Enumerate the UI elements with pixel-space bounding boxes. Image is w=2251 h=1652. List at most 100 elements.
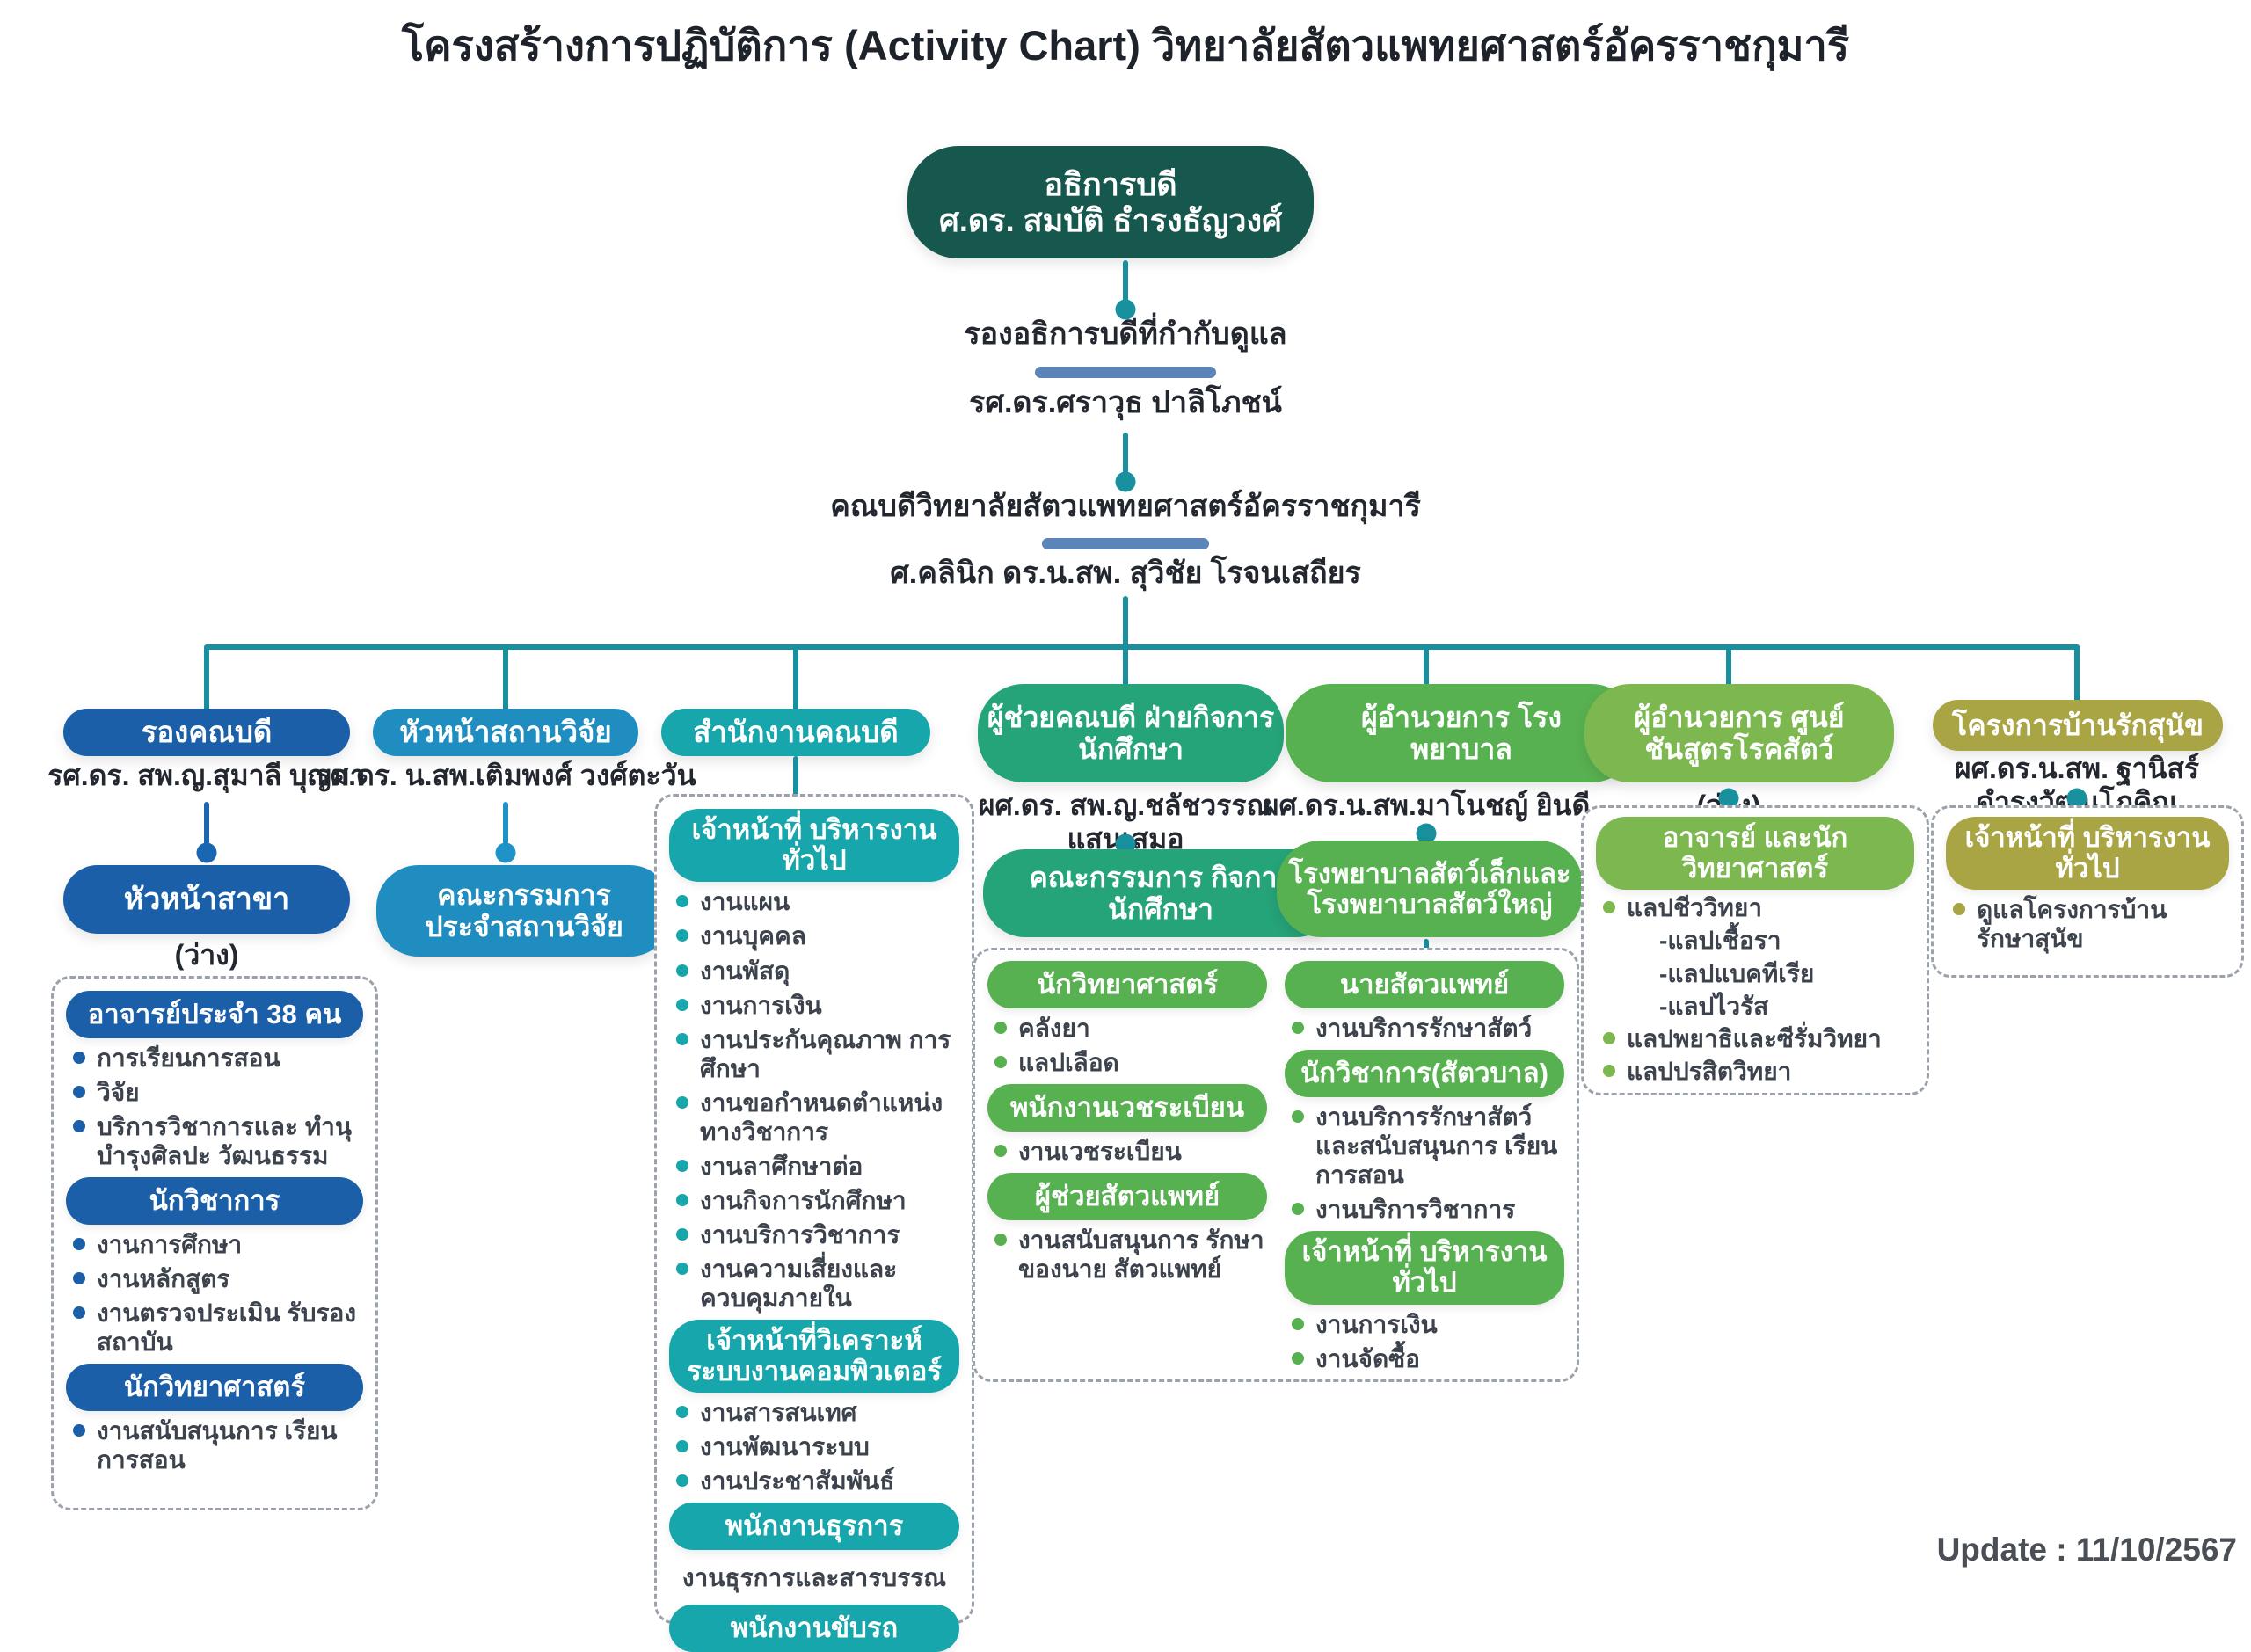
- pill-dog-shelter-project: โครงการบ้านรักสุนัข: [1933, 700, 2223, 751]
- list-item-label: งานการเงิน: [1315, 1310, 1438, 1338]
- update-date-label: Update : 11/10/2567: [1936, 1532, 2237, 1568]
- list-item: งานการเงิน: [676, 991, 959, 1020]
- page-title: โครงสร้างการปฏิบัติการ (Activity Chart) …: [401, 22, 1850, 69]
- bullet-dot: [1292, 1110, 1304, 1124]
- list-item-label: งานเวชระเบียน: [1018, 1138, 1182, 1166]
- bullet-dot: [676, 998, 688, 1011]
- bullet-dot: [994, 1234, 1007, 1247]
- pill-research-head: หัวหน้าสถานวิจัย: [373, 709, 638, 756]
- bullet-dot: [676, 1474, 688, 1488]
- bullet-dot: [676, 1193, 688, 1206]
- rector-name: ศ.ดร. สมบัติ ธำรงธัญวงศ์: [939, 202, 1282, 238]
- bullet-dot: [994, 1056, 1007, 1069]
- list-item-label: แลปพยาธิและซีรั่มวิทยา: [1627, 1024, 1882, 1052]
- list-item: งานแผน: [676, 887, 959, 916]
- list-item-label: งานแผน: [700, 888, 790, 916]
- list-item: งานบริการวิชาการ: [1292, 1195, 1564, 1224]
- bullet-dot: [1603, 1064, 1615, 1077]
- list-item: ดูแลโครงการบ้าน รักษาสุนัข: [1953, 895, 2229, 953]
- dog-project-detail-box: เจ้าหน้าที่ บริหารงานทั่วไป ดูแลโครงการบ…: [1931, 805, 2244, 978]
- connector-dot: [1115, 299, 1136, 320]
- connector-line: [503, 644, 508, 712]
- pill-dean-office: สำนักงานคณบดี: [661, 709, 930, 756]
- research-head-name: รศ.ดร. น.สพ.เติมพงศ์ วงศ์ตะวัน: [315, 760, 696, 791]
- list-item: งานสารสนเทศ: [676, 1398, 959, 1427]
- list-item-label: งานบริการรักษาสัตว์: [1315, 1015, 1533, 1042]
- bullet-dot: [676, 1262, 688, 1275]
- bullet-dot: [73, 1238, 85, 1251]
- list-item-label: งานบุคคล: [700, 922, 806, 950]
- node-rector: อธิการบดี ศ.ดร. สมบัติ ธำรงธัญวงศ์: [907, 146, 1314, 258]
- dean-title: คณบดีวิทยาลัยสัตวแพทยศาสตร์อัครราชกุมารี: [830, 490, 1421, 523]
- bullet-dot: [676, 1032, 688, 1045]
- list-item: แลปปรสิตวิทยา: [1603, 1057, 1914, 1086]
- list-item-label: งานจัดซื้อ: [1315, 1344, 1420, 1372]
- list-item-label: งานกิจการนักศึกษา: [700, 1186, 907, 1214]
- bullet-dot: [994, 1022, 1007, 1034]
- connector-line: [1123, 260, 1128, 304]
- connector-dot: [495, 842, 516, 863]
- group-pill: พนักงานขับรถ: [669, 1605, 959, 1652]
- list-subitem: -แลปเชื้อรา: [1659, 927, 1781, 955]
- group-pill: อาจารย์ และนักวิทยาศาสตร์: [1596, 817, 1914, 891]
- connector-line: [1123, 433, 1128, 477]
- list-item-label: งานบริการวิชาการ: [1315, 1196, 1516, 1224]
- vice-rector-name: รศ.ดร.ศราวุธ ปาลิโภชน์: [969, 386, 1282, 419]
- bullet-dot: [676, 1406, 688, 1419]
- deputy-dean-name: รศ.ดร. สพ.ญ.สุมาลี บุญมา: [47, 760, 366, 791]
- bullet-dot: [676, 895, 688, 908]
- pill-research-committee: คณะกรรมการ ประจำสถานวิจัย: [376, 865, 672, 957]
- list-item: งานหลักสูตร: [73, 1264, 363, 1293]
- connector-dot: [1115, 471, 1136, 492]
- divider-bar: [1035, 367, 1216, 378]
- list-item: งานกิจการนักศึกษา: [676, 1186, 959, 1215]
- list-item: งานประชาสัมพันธ์: [676, 1466, 959, 1496]
- pill-assistant-dean-student-affairs: ผู้ช่วยคณบดี ฝ่ายกิจการนักศึกษา: [978, 684, 1284, 782]
- vice-rector-title: รองอธิการบดีที่กำกับดูแล: [964, 317, 1287, 351]
- list-item: งานการเงิน: [1292, 1310, 1564, 1339]
- list-item: งานเวชระเบียน: [994, 1137, 1267, 1166]
- connector-line: [1424, 644, 1429, 688]
- list-item-label: งานความเสี่ยงและ ควบคุมภายใน: [700, 1255, 898, 1312]
- pill-branch-head: หัวหน้าสาขา: [63, 865, 350, 934]
- list-item: งานบริการวิชาการ: [676, 1220, 959, 1249]
- list-item-label: งานสารสนเทศ: [700, 1399, 857, 1427]
- list-item: แลปเลือด: [994, 1048, 1267, 1077]
- list-item-label: งานพัสดุ: [700, 957, 790, 985]
- pill-hospital-director: ผู้อำนวยการ โรงพยาบาล: [1286, 684, 1637, 782]
- hospital-staff-subcolumn: นายสัตวแพทย์ งานบริการรักษาสัตว์ นักวิชา…: [1285, 954, 1564, 1373]
- list-item: งานจัดซื้อ: [1292, 1344, 1564, 1373]
- list-item-label: คลังยา: [1018, 1015, 1090, 1042]
- list-item-label: การเรียนการสอน: [97, 1044, 280, 1072]
- list-item: งานลาศึกษาต่อ: [676, 1152, 959, 1181]
- connector-line: [205, 644, 2080, 650]
- list-item-label: งานลาศึกษาต่อ: [700, 1152, 863, 1180]
- group-note: งานธุรการและสารบรรณ: [681, 1564, 947, 1592]
- connector-line: [793, 644, 798, 712]
- list-item-label: งานหลักสูตร: [97, 1265, 230, 1293]
- group-pill: ผู้ช่วยสัตวแพทย์: [987, 1173, 1267, 1221]
- connector-line: [204, 644, 209, 712]
- group-pill: นักวิทยาศาสตร์: [66, 1364, 363, 1412]
- list-subitem: -แลปแบคทีเรีย: [1659, 959, 1815, 987]
- bullet-dot: [676, 1159, 688, 1172]
- list-item-label: งานประชาสัมพันธ์: [700, 1467, 895, 1496]
- list-item: งานตรวจประเมิน รับรองสถาบัน: [73, 1299, 363, 1357]
- list-item: งานขอกำหนดตำแหน่ง ทางวิชาการ: [676, 1088, 959, 1146]
- bullet-dot: [676, 929, 688, 942]
- list-item: แลปชีววิทยา: [1603, 893, 1914, 922]
- list-item-label: ดูแลโครงการบ้าน รักษาสุนัข: [1977, 896, 2167, 953]
- connector-line: [2074, 644, 2080, 703]
- bullet-dot: [676, 964, 688, 977]
- pill-deputy-dean: รองคณบดี: [63, 709, 350, 756]
- bullet-dot: [1953, 903, 1965, 916]
- list-item-label: แลปชีววิทยา: [1627, 894, 1763, 922]
- pill-diagnostic-center-director: ผู้อำนวยการ ศูนย์ชันสูตรโรคสัตว์: [1584, 684, 1894, 782]
- bullet-dot: [73, 1424, 85, 1437]
- pill-animal-hospitals: โรงพยาบาลสัตว์เล็กและ โรงพยาบาลสัตว์ใหญ่: [1277, 841, 1583, 937]
- list-item: การเรียนการสอน: [73, 1044, 363, 1073]
- bullet-dot: [1292, 1203, 1304, 1216]
- bullet-dot: [73, 1272, 85, 1285]
- list-item-label: แลปเลือด: [1018, 1049, 1119, 1077]
- list-item: งานพัสดุ: [676, 957, 959, 986]
